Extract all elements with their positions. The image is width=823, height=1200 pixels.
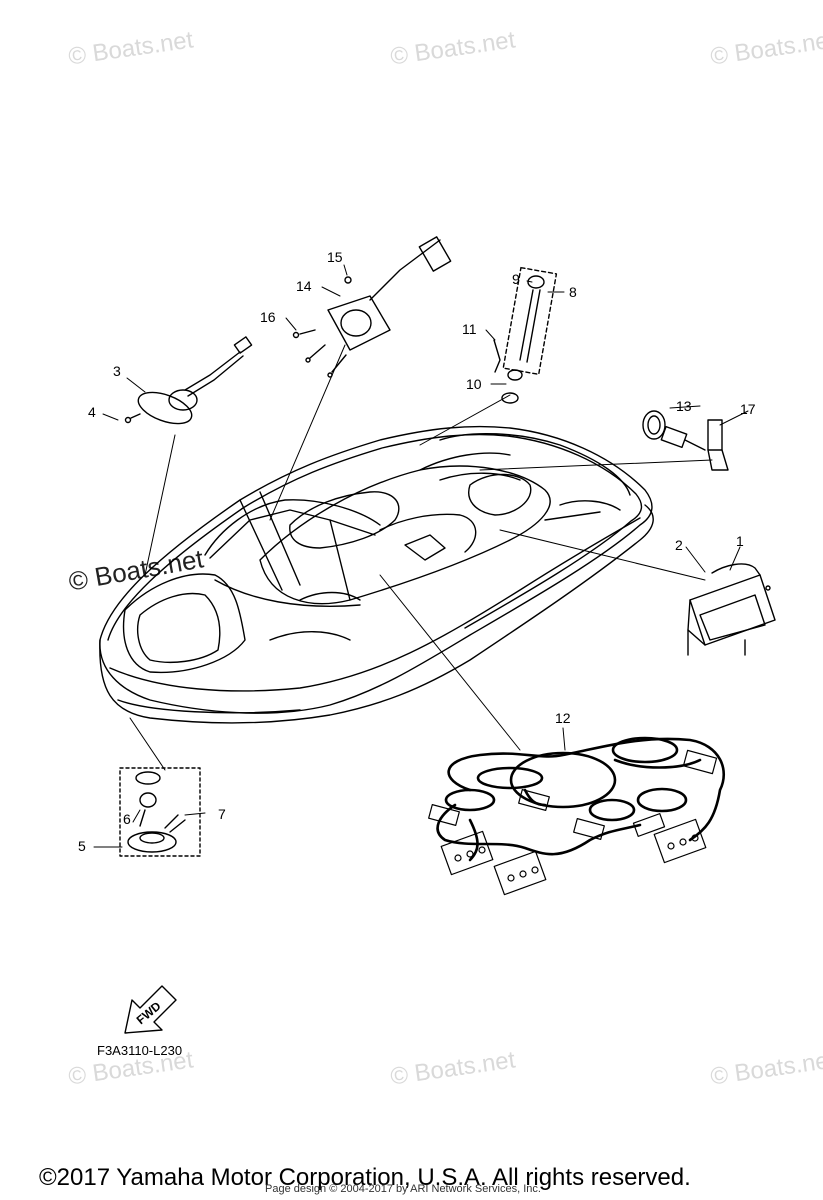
boat-hull [99,425,654,724]
callout-11: 11 [462,321,477,337]
part-mount-plate [292,236,452,378]
part-vent-hose [493,266,558,404]
harness-connectors [428,749,718,896]
callout-7: 7 [218,806,226,822]
callout-12: 12 [555,710,571,726]
callout-3: 3 [113,363,121,379]
callout-14: 14 [296,278,312,294]
callout-ticks [93,264,749,848]
callout-9: 9 [512,271,520,287]
callout-15: 15 [327,249,343,265]
callout-1: 1 [736,533,744,549]
callout-2: 2 [675,537,683,553]
callout-16: 16 [260,309,276,325]
callout-6: 6 [123,811,131,827]
callout-17: 17 [740,401,756,417]
copyright-notice: ©2017 Yamaha Motor Corporation, U.S.A. A… [39,1164,691,1191]
callout-5: 5 [78,838,86,854]
callout-10: 10 [466,376,482,392]
part-horn-assembly [124,336,253,425]
diagram-code: F3A3110-L230 [97,1043,183,1058]
fwd-arrow-icon [124,985,177,1034]
page-design-credit: Page design © 2004-2017 by ARI Network S… [265,1183,541,1195]
callout-13: 13 [676,398,692,414]
part-sender [642,410,729,471]
callout-4: 4 [88,404,96,420]
callout-8: 8 [569,284,577,300]
part-drain-plug [119,767,201,857]
part-wire-harness [436,736,726,862]
part-bracket [687,563,776,656]
